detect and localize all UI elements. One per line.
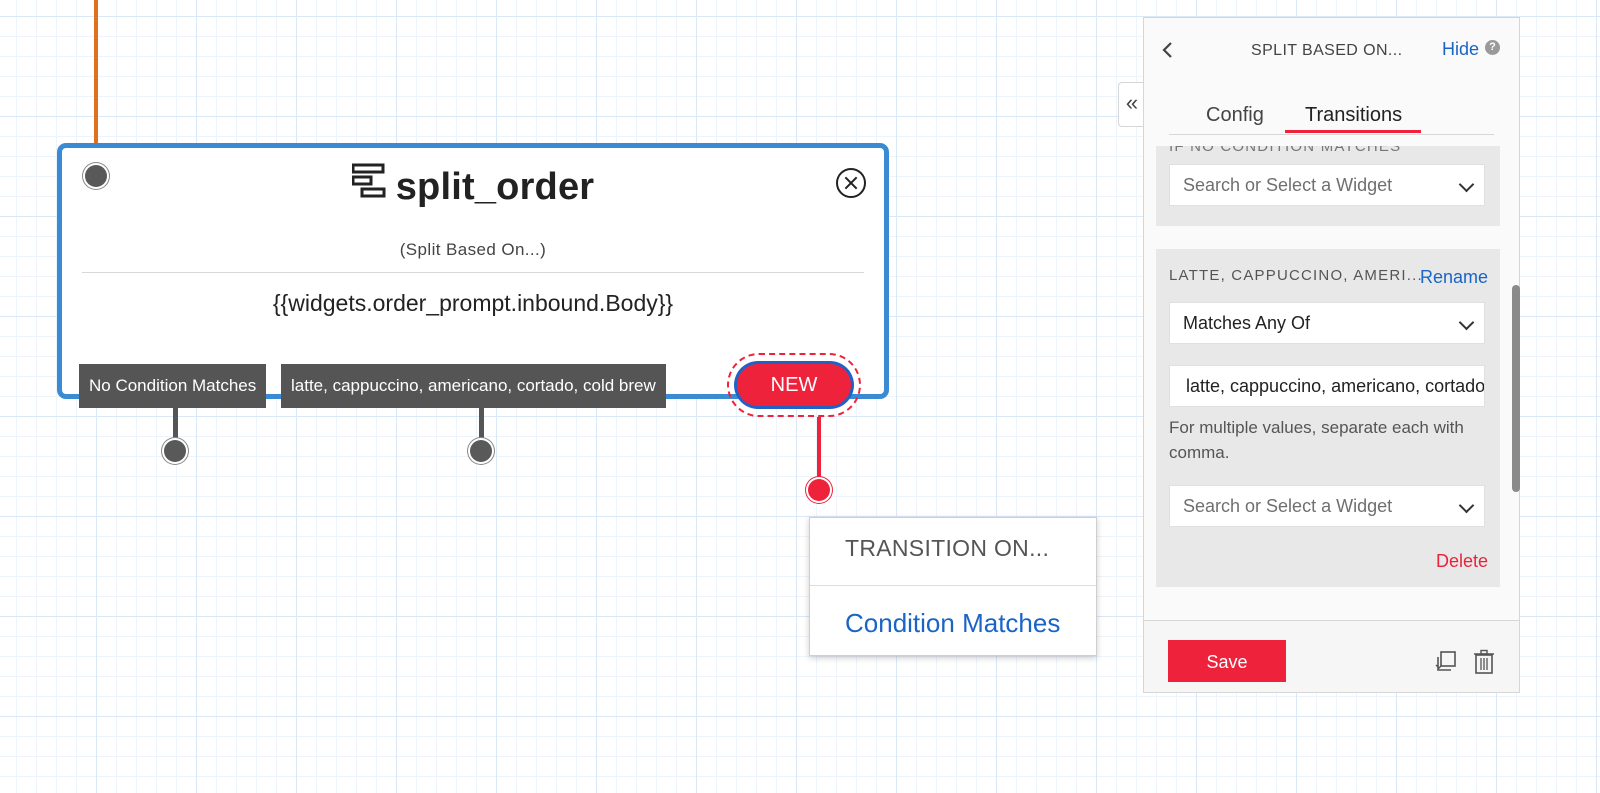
dropdown-header: TRANSITION ON... (845, 535, 1050, 561)
dropdown-option-condition-matches[interactable]: Condition Matches (845, 608, 1061, 638)
condition-widget-select[interactable]: Search or Select a Widget (1169, 485, 1485, 527)
widget-title-row: split_order (62, 163, 884, 209)
transitions-scroll-area[interactable]: IF NO CONDITION MATCHES Search or Select… (1156, 146, 1500, 616)
transition-dropdown-menu: TRANSITION ON... Condition Matches (809, 517, 1097, 656)
operator-select[interactable]: Matches Any Of (1169, 302, 1485, 344)
panel-tabs: Config Transitions (1169, 104, 1494, 135)
new-transition-stem (817, 417, 821, 479)
widget-title: split_order (395, 166, 595, 208)
split-icon (351, 163, 386, 209)
no-condition-stem (173, 408, 178, 442)
back-chevron-icon[interactable] (1160, 40, 1174, 66)
new-transition-button[interactable]: NEW (737, 364, 851, 406)
no-condition-section: IF NO CONDITION MATCHES Search or Select… (1156, 146, 1500, 226)
condition-help-text: For multiple values, separate each with … (1169, 418, 1464, 462)
hide-panel-link[interactable]: Hide (1442, 39, 1480, 59)
widget-expression: {{widgets.order_prompt.inbound.Body}} (272, 290, 674, 316)
delete-condition-link[interactable]: Delete (1435, 551, 1488, 571)
transition-tag-condition[interactable]: latte, cappuccino, americano, cortado, c… (281, 364, 666, 408)
incoming-connector (94, 0, 98, 146)
active-tab-underline (1285, 130, 1421, 133)
widget-select-placeholder: Search or Select a Widget (1183, 496, 1393, 516)
no-condition-port-dot[interactable] (164, 440, 186, 462)
chevron-down-icon (1458, 497, 1475, 514)
split-widget-card[interactable]: split_order (Split Based On...) {{widget… (57, 143, 889, 399)
help-icon[interactable]: ? (1485, 40, 1500, 55)
condition-port-dot[interactable] (470, 440, 492, 462)
chevron-down-icon (1458, 314, 1475, 331)
widget-subtitle: (Split Based On...) (399, 240, 547, 259)
no-condition-widget-select[interactable]: Search or Select a Widget (1169, 164, 1485, 206)
transition-tag-no-condition[interactable]: No Condition Matches (79, 364, 267, 408)
double-chevron-left-icon: « (1125, 90, 1139, 115)
incoming-port-dot[interactable] (85, 165, 107, 187)
condition-value-input[interactable]: latte, cappuccino, americano, cortado, c… (1169, 365, 1485, 407)
widget-divider (82, 272, 864, 273)
operator-value: Matches Any Of (1183, 313, 1311, 333)
new-transition-port-dot[interactable] (808, 479, 830, 501)
panel-scrollbar[interactable] (1512, 285, 1520, 492)
condition-label: LATTE, CAPPUCCINO, AMERI... (1169, 267, 1423, 284)
widget-select-placeholder: Search or Select a Widget (1183, 175, 1393, 195)
tab-transitions[interactable]: Transitions (1305, 104, 1403, 126)
condition-section: LATTE, CAPPUCCINO, AMERI... Rename Match… (1156, 249, 1500, 587)
no-condition-label: IF NO CONDITION MATCHES (1169, 146, 1402, 155)
trash-icon[interactable] (1472, 649, 1496, 680)
close-circle-icon[interactable] (836, 168, 866, 198)
condition-stem (479, 408, 484, 442)
tab-config[interactable]: Config (1206, 104, 1264, 126)
panel-title: SPLIT BASED ON... (1251, 42, 1403, 59)
dropdown-separator (810, 585, 1096, 586)
new-button-focus-ring (727, 353, 861, 417)
rename-link[interactable]: Rename (1419, 267, 1488, 287)
collapse-panel-tab[interactable]: « (1118, 82, 1145, 127)
duplicate-icon[interactable] (1434, 649, 1458, 678)
chevron-down-icon (1458, 176, 1475, 193)
panel-footer: Save (1144, 620, 1519, 692)
inspector-panel: SPLIT BASED ON... Hide ? Config Transiti… (1143, 17, 1520, 693)
save-button[interactable]: Save (1168, 640, 1286, 682)
